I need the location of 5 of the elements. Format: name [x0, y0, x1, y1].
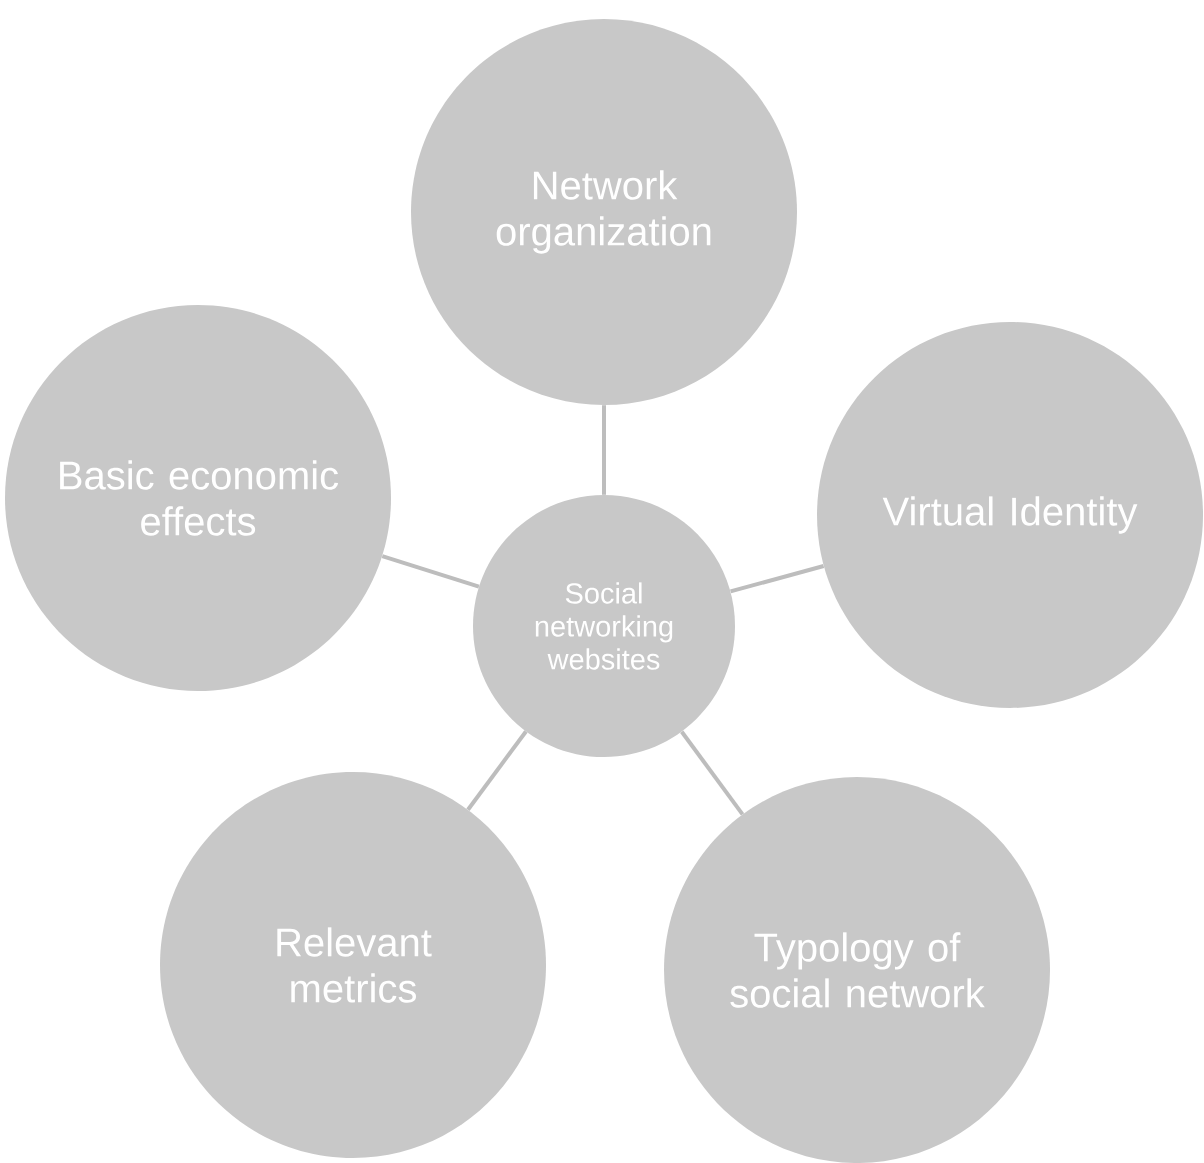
- connector-line: [730, 564, 825, 594]
- connector-line: [466, 730, 528, 811]
- connector-line: [602, 405, 606, 495]
- connector-line: [680, 730, 745, 816]
- connector-line: [381, 554, 480, 589]
